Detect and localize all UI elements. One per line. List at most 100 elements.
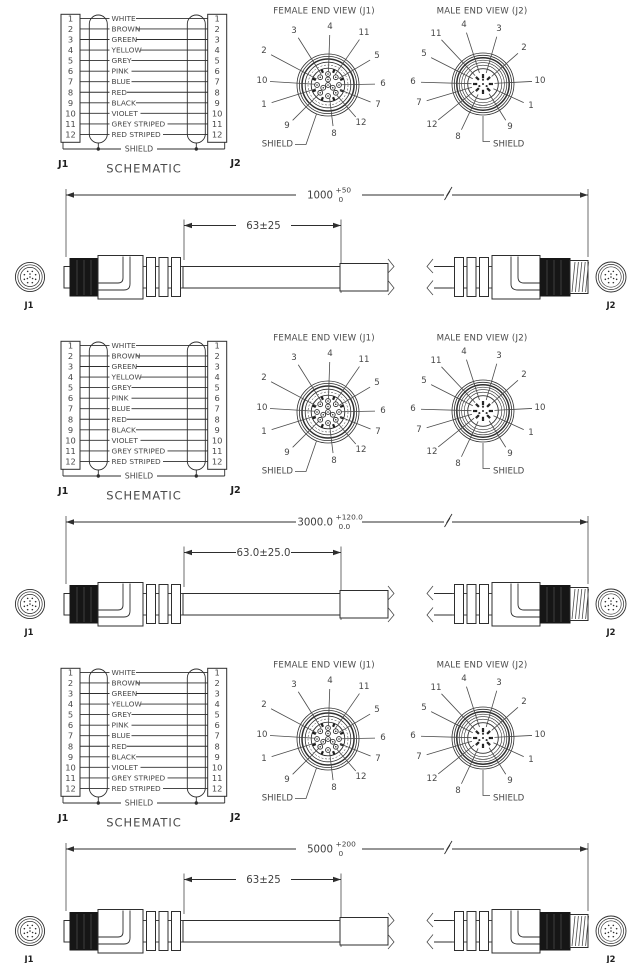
pin-leader-line (270, 708, 317, 734)
shield-junction-dot (194, 801, 198, 805)
pin-leader-line (437, 90, 475, 121)
right-pin-number: 8 (215, 414, 220, 424)
dimension-arrow (580, 846, 588, 852)
thread-hatch (575, 915, 579, 947)
pin-contact (481, 78, 485, 81)
wire-color-label: GREY STRIPED (112, 119, 166, 128)
pin-leader-line (270, 381, 317, 407)
face-pin (26, 281, 29, 284)
face-pin (29, 276, 31, 278)
right-pin-number: 3 (215, 689, 220, 699)
tolerance-lower: 0.0 (339, 522, 351, 531)
left-pin-number: 2 (68, 678, 73, 688)
face-pin (615, 605, 618, 608)
left-pin-box (60, 667, 81, 797)
contact-wedge (312, 743, 317, 747)
left-pin-number: 12 (65, 456, 76, 466)
wire-color-label: WHITE (112, 668, 137, 677)
socket-contact-center (335, 403, 337, 405)
j1-connector-body (97, 255, 144, 300)
contact-wedge (312, 404, 317, 408)
pin-leader-line (493, 415, 524, 431)
pin-contact (475, 730, 478, 733)
pin-label: 8 (455, 786, 460, 796)
thread-hatch (585, 261, 589, 293)
pin-label: 1 (261, 754, 266, 764)
pin-contact (485, 739, 488, 742)
wire-color-label: GREY (112, 56, 133, 65)
face-pin (34, 600, 37, 603)
face-pin (610, 927, 612, 929)
connector-ring (301, 58, 355, 112)
j2-connector-body (491, 255, 541, 300)
pin-contact (475, 403, 478, 406)
face-pin (23, 605, 26, 608)
strain-relief-line (510, 583, 540, 618)
pin-leader-line (336, 748, 357, 772)
connector-ring (456, 384, 510, 438)
pin-leader-line (329, 97, 334, 127)
wire-color-label: PINK (112, 394, 129, 403)
cable (182, 266, 341, 289)
j1-face-label: J1 (24, 954, 34, 963)
left-pin-number: 10 (65, 108, 76, 118)
contact-wedge (320, 723, 324, 728)
pin-label: 3 (496, 678, 501, 688)
cable-jacket (339, 917, 389, 946)
pin-contact (488, 89, 491, 92)
schematic-j1-label: J1 (57, 813, 69, 824)
tolerance-lower: 0 (339, 195, 344, 204)
pin-leader-line (491, 379, 519, 404)
shield-junction-dot (96, 147, 101, 151)
schematic-caption: SCHEMATIC (106, 162, 182, 176)
boot-rib (479, 584, 489, 624)
pin-label: 8 (331, 129, 336, 139)
pin-label: 12 (356, 118, 367, 128)
left-pin-number: 9 (68, 98, 73, 108)
right-pin-box (207, 13, 228, 143)
pin-label: 5 (421, 376, 426, 386)
overall-length-text: 5000 (307, 845, 333, 856)
cable-break-mark (387, 585, 395, 601)
right-pin-number: 3 (215, 35, 220, 45)
pin-label: 3 (291, 26, 296, 36)
contact-wedge (339, 731, 344, 735)
socket-contact-center (322, 414, 324, 416)
face-pin (610, 603, 612, 605)
shield-leader-line (295, 440, 317, 472)
contact-wedge (320, 750, 324, 755)
face-pin (615, 932, 618, 935)
face-pin (31, 935, 34, 938)
j2-face-label: J2 (606, 627, 616, 637)
tolerance-upper: +200 (336, 840, 357, 849)
connector-face-view (595, 588, 627, 620)
pin-label: 2 (521, 43, 526, 53)
cable (182, 593, 341, 616)
face-pin (615, 927, 618, 930)
connector-ring (463, 64, 503, 104)
overall-length-text: 1000 (307, 191, 333, 202)
shield-label: SHIELD (262, 794, 294, 804)
pin-label: 4 (327, 349, 332, 359)
pin-label: 9 (284, 775, 289, 785)
thread-hatch (578, 588, 583, 620)
boot-rib (466, 257, 477, 297)
pin-label: 4 (461, 674, 466, 684)
connector-ring (453, 54, 513, 114)
pin-label: 2 (521, 697, 526, 707)
pin-label: 9 (507, 776, 512, 786)
cable (182, 920, 341, 943)
socket-contact-center (319, 92, 321, 94)
pin-leader-line (340, 410, 376, 413)
connector-face-view (14, 588, 46, 620)
face-pin (26, 597, 29, 600)
